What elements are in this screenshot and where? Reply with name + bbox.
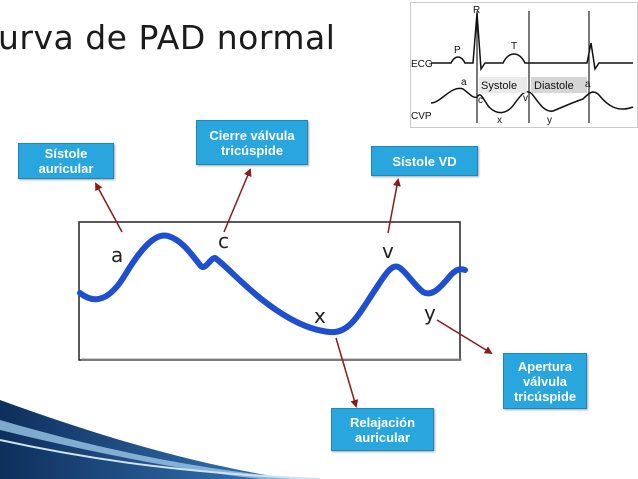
callout-line: válvula — [522, 373, 568, 389]
plot-frame-shadow — [81, 358, 462, 361]
wave-label-c: c — [218, 229, 229, 253]
pad-curve — [77, 232, 468, 336]
inset-cvp-label: CVP — [411, 111, 432, 122]
inset-cvp-trace — [430, 87, 634, 114]
callout-line: Cierre válvula — [209, 127, 295, 143]
callout-line: auricular — [355, 429, 410, 445]
callout-cierre-tricuspide: Cierre válvula tricúspide — [196, 120, 308, 165]
inset-ecg-label: ECG — [411, 59, 433, 70]
inset-systole-box — [479, 77, 527, 93]
inset-ecg-trace — [431, 12, 633, 72]
inset-cvp-a2: a — [585, 79, 591, 90]
inset-cvp-c: c — [478, 95, 483, 106]
wave-label-y: y — [424, 301, 436, 325]
ecg-cvp-inset: Systole Diastole ECG CVP P R T a c x v y… — [410, 2, 638, 128]
arrow-apertura-tricuspide — [436, 319, 493, 355]
arrow-sistole-auricular — [95, 182, 123, 233]
inset-cvp-y: y — [547, 115, 552, 126]
arrow-relajacion-auricular — [335, 337, 359, 408]
decor-swoosh-thin — [0, 439, 321, 479]
arrow-sistole-vd — [387, 178, 401, 234]
wave-label-x: x — [314, 304, 326, 328]
inset-cvp-x: x — [497, 115, 502, 126]
decor-swoosh-dark — [0, 400, 290, 479]
inset-systole-label: Systole — [481, 80, 517, 92]
plot-frame — [78, 221, 461, 361]
callout-sistole-auricular: Sístole auricular — [18, 143, 114, 179]
inset-p-label: P — [454, 45, 461, 56]
callout-line: tricúspide — [220, 142, 284, 158]
inset-diastole-label: Diastole — [534, 80, 574, 92]
callout-apertura-tricuspide: Apertura válvula tricúspide — [503, 353, 587, 409]
slide-title: urva de PAD normal — [0, 18, 336, 57]
callout-line: Sístole VD — [392, 153, 457, 169]
callout-sistole-vd: Sístole VD — [371, 146, 478, 176]
callout-line: auricular — [38, 161, 94, 176]
callout-line: tricúspide — [513, 388, 577, 404]
inset-r-label: R — [473, 5, 480, 16]
arrow-cierre-tricuspide — [223, 168, 252, 233]
inset-cvp-v: v — [523, 93, 528, 104]
callout-line: Sístole — [44, 146, 88, 161]
wave-label-a: a — [111, 243, 123, 267]
wave-label-v: v — [382, 239, 394, 263]
callout-line: Relajación — [349, 414, 416, 430]
callout-relajacion-auricular: Relajación auricular — [331, 408, 434, 451]
inset-t-label: T — [511, 41, 517, 52]
callout-line: Apertura — [517, 358, 573, 374]
inset-cvp-a: a — [461, 77, 467, 88]
inset-diastole-box — [531, 77, 587, 93]
inset-figure: Systole Diastole ECG CVP P R T a c x v y… — [411, 5, 634, 126]
